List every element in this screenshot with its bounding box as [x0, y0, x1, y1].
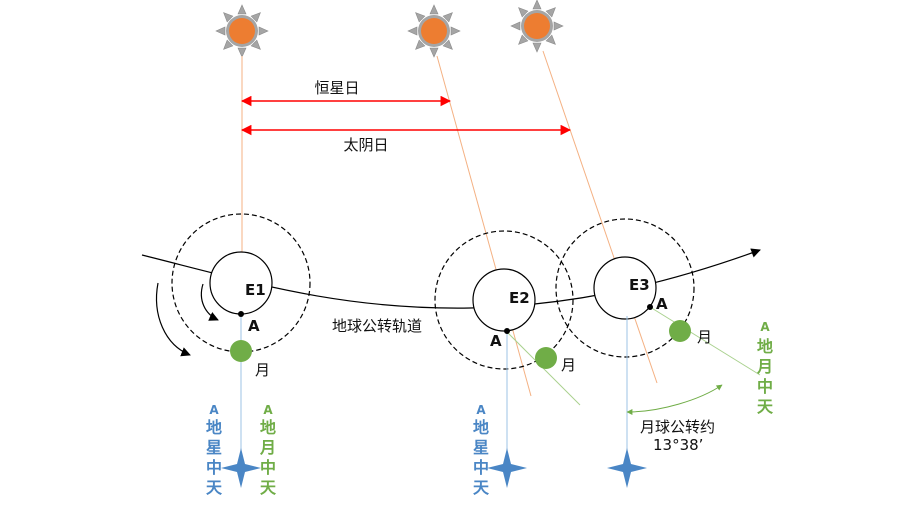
svg-text:A: A: [209, 403, 219, 417]
svg-text:A: A: [263, 403, 273, 417]
moon-revolution-angle-arc: [626, 384, 723, 415]
svg-text:中: 中: [260, 458, 276, 477]
point-a-1-label: A: [248, 317, 260, 335]
moon-2: [535, 347, 557, 369]
svg-text:中: 中: [206, 458, 222, 477]
svg-text:A: A: [760, 320, 770, 334]
svg-text:地: 地: [757, 337, 773, 356]
rotation-arrow-inner: [200, 283, 219, 321]
svg-text:天: 天: [206, 478, 223, 497]
sun-2: [407, 4, 461, 58]
rotation-arrow-outer: [156, 282, 191, 357]
svg-text:星: 星: [473, 438, 489, 457]
star-transit-label-1: A 地 星 中 天: [206, 403, 223, 497]
earth-3-label: E3: [629, 276, 650, 294]
svg-text:天: 天: [260, 478, 277, 497]
sun-3: [510, 0, 564, 53]
orbit-label: 地球公转轨道: [332, 317, 422, 335]
svg-text:中: 中: [473, 458, 489, 477]
star-transit-label-2: A 地 星 中 天: [473, 403, 490, 497]
svg-text:地: 地: [206, 418, 222, 437]
svg-text:月: 月: [756, 357, 773, 376]
moon-transit-label-1: A 地 月 中 天: [259, 403, 277, 497]
moon-2-label: 月: [561, 356, 576, 374]
moon-orbit-2: [434, 230, 574, 370]
earth-3: [593, 256, 657, 320]
moon-3-label: 月: [697, 328, 712, 346]
moon-revolution-label-2: 13°38’: [653, 436, 703, 454]
sun-1: [215, 4, 269, 58]
sun-line-3: [542, 50, 658, 384]
earth-1-label: E1: [245, 281, 266, 299]
svg-text:星: 星: [206, 438, 222, 457]
moon-revolution-label-1: 月球公转约: [640, 418, 715, 436]
point-a-2: [504, 328, 510, 334]
svg-text:月: 月: [259, 438, 276, 457]
star-1: [221, 448, 261, 488]
point-a-1: [238, 311, 244, 317]
svg-text:中: 中: [757, 377, 773, 396]
moon-1: [230, 340, 252, 362]
moon-1-label: 月: [255, 361, 270, 379]
sun-line-2: [436, 55, 532, 397]
point-a-3-label: A: [656, 295, 668, 313]
sidereal-day-label: 恒星日: [314, 79, 359, 97]
moon-orbit-3: [555, 218, 695, 358]
moon-line-3: [649, 306, 761, 376]
star-3: [607, 448, 647, 488]
moon-3: [669, 320, 691, 342]
point-a-2-label: A: [490, 332, 502, 350]
earth-2-label: E2: [509, 289, 530, 307]
svg-text:地: 地: [260, 418, 276, 437]
star-2: [487, 448, 527, 488]
svg-text:天: 天: [473, 478, 490, 497]
svg-text:A: A: [476, 403, 486, 417]
moon-transit-label-2: A 地 月 中 天: [756, 320, 774, 416]
solar-day-label: 太阴日: [343, 136, 388, 154]
svg-text:天: 天: [757, 397, 774, 416]
svg-text:地: 地: [473, 418, 489, 437]
point-a-3: [647, 304, 653, 310]
